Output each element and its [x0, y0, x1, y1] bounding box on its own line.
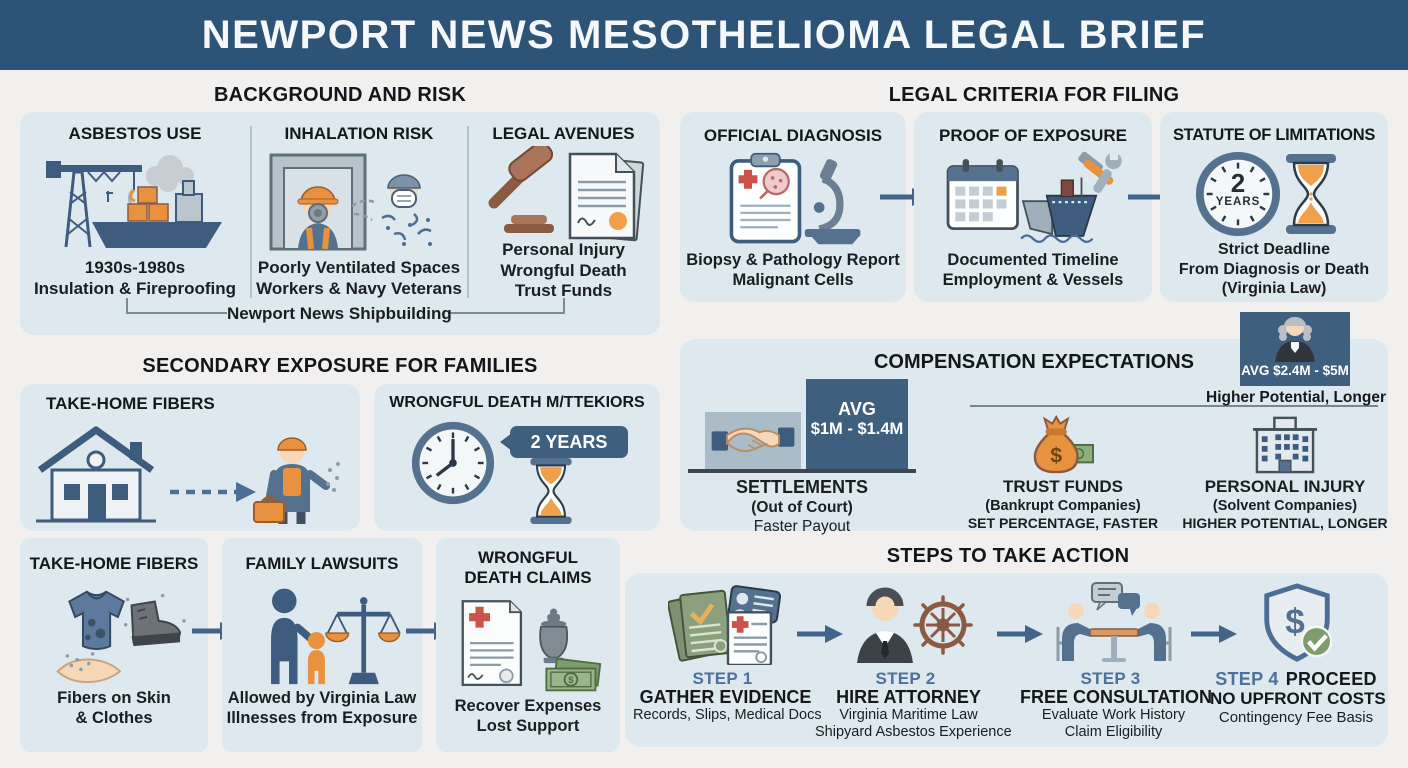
steps-heading: STEPS TO TAKE ACTION — [886, 545, 1130, 567]
settlements-bar-high: AVG $1M - $1.4M — [806, 379, 908, 469]
step-4-title: NO UPFRONT COSTS — [1210, 689, 1386, 708]
building-icon — [1253, 416, 1317, 474]
settlements-avg-label: AVG — [838, 399, 876, 419]
step-4-caption: Contingency Fee Basis — [1218, 709, 1374, 726]
step-3-label: STEP 3 — [1080, 669, 1141, 688]
worker-mask-icon — [269, 153, 432, 251]
background-risk-heading: BACKGROUND AND RISK — [214, 84, 466, 106]
flow-arrow-icon — [797, 625, 843, 643]
clock-icon — [411, 421, 495, 505]
background-risk-card: ASBESTOS USE INHALATION RISK LEGAL AVENU… — [20, 112, 660, 335]
money-bag-icon: $ — [1033, 414, 1094, 474]
bracket-line-left — [126, 298, 227, 314]
dollar-glyph: $ — [1285, 603, 1305, 642]
wrongful-death-claims-title: WRONGFUL DEATH CLAIMS — [464, 548, 592, 588]
wrongful-death-card: WRONGFUL DEATH M/TTEKIORS 2 YEARS — [374, 384, 660, 531]
official-diagnosis-title: OFFICIAL DIAGNOSIS — [703, 126, 883, 145]
clock-icon — [1195, 151, 1281, 237]
consultation-icon — [1056, 582, 1172, 662]
personal-injury-caption: PERSONAL INJURY (Solvent Companies) HIGH… — [1182, 477, 1388, 532]
step-2-label: STEP 2 — [875, 669, 936, 688]
bracket-line-right — [448, 298, 565, 314]
settlements-caption: SETTLEMENTS (Out of Court) Faster Payout — [735, 477, 868, 535]
step-2-title: HIRE ATTORNEY — [836, 687, 981, 707]
step-2-caption: Virginia Maritime Law Shipyard Asbestos … — [815, 707, 1012, 741]
asbestos-use-title: ASBESTOS USE — [68, 124, 202, 143]
attorney-wheel-icon — [857, 587, 973, 663]
compensation-divider — [970, 405, 1378, 407]
take-home-fibers-detail-title: TAKE-HOME FIBERS — [29, 554, 199, 573]
proof-of-exposure-caption: Documented Timeline Employment & Vessels — [942, 251, 1124, 290]
family-lawsuits-caption: Allowed by Virginia Law Illnesses from E… — [226, 689, 418, 728]
header-bar: NEWPORT NEWS MESOTHELIOMA LEGAL BRIEF — [0, 0, 1408, 70]
legal-criteria-heading: LEGAL CRITERIA FOR FILING — [888, 84, 1180, 106]
take-home-fibers-detail-card: TAKE-HOME FIBERS Fibers on Skin & Clothe… — [20, 538, 208, 752]
dollar-glyph: $ — [568, 675, 573, 685]
step-2: STEP 2 HIRE ATTORNEY Virginia Maritime L… — [815, 573, 1012, 747]
legal-avenues-caption: Personal Injury Wrongful Death Trust Fun… — [500, 240, 627, 301]
verdict-value: AVG $2.4M - $5M — [1241, 363, 1349, 378]
wrongful-death-claims-caption: Recover Expenses Lost Support — [454, 697, 602, 736]
statute-caption: Strict Deadline From Diagnosis or Death … — [1178, 241, 1370, 298]
claim-urn-money-icon: $ — [461, 600, 602, 692]
handshake-icon — [711, 427, 795, 452]
legal-avenues-title: LEGAL AVENUES — [492, 124, 635, 143]
flow-arrow-icon — [1191, 625, 1237, 643]
hourglass-icon — [1286, 154, 1336, 234]
family-lawsuits-card: FAMILY LAWSUITS Allowed by Virginia Law … — [222, 538, 422, 752]
step-3-caption: Evaluate Work History Claim Eligibility — [1041, 707, 1186, 741]
inhalation-risk-title: INHALATION RISK — [284, 124, 434, 143]
step-3: STEP 3 FREE CONSULTATION Evaluate Work H… — [1020, 573, 1212, 747]
family-lawsuits-title: FAMILY LAWSUITS — [245, 554, 399, 573]
wrongful-death-claims-card: WRONGFUL DEATH CLAIMS $ Recover Expenses… — [436, 538, 620, 752]
official-diagnosis-card: OFFICIAL DIAGNOSIS Biopsy & Pathology Re… — [680, 112, 906, 302]
column-divider — [467, 126, 469, 298]
secondary-exposure-heading: SECONDARY EXPOSURE FOR FAMILIES — [142, 355, 538, 377]
flow-arrow-icon — [997, 625, 1043, 643]
settlements-avg-value: $1M - $1.4M — [810, 420, 904, 438]
clothes-fibers-icon — [56, 590, 186, 684]
take-home-fibers-detail-caption: Fibers on Skin & Clothes — [57, 689, 171, 728]
house-to-worker-icon — [36, 426, 340, 524]
proof-of-exposure-title: PROOF OF EXPOSURE — [939, 126, 1127, 145]
hourglass-icon — [530, 458, 572, 524]
step-3-title: FREE CONSULTATION — [1020, 687, 1212, 707]
official-diagnosis-caption: Biopsy & Pathology Report Malignant Cell… — [686, 251, 900, 290]
page-title: NEWPORT NEWS MESOTHELIOMA LEGAL BRIEF — [201, 13, 1207, 57]
family-scales-icon — [271, 588, 401, 685]
step-1: STEP 1 GATHER EVIDENCE Records, Slips, M… — [633, 573, 822, 747]
shield-check-icon: $ — [1264, 583, 1333, 662]
column-divider — [250, 126, 252, 298]
shipyard-footer: Newport News Shipbuilding — [227, 304, 452, 323]
statute-of-limitations-title: STATUTE OF LIMITATIONS — [1172, 126, 1376, 144]
judge-icon — [1275, 317, 1315, 362]
step-1-label: STEP 1 — [692, 669, 753, 688]
take-home-fibers-card: TAKE-HOME FIBERS — [20, 384, 360, 531]
crane-ship-icon — [46, 155, 222, 248]
steps-card: STEP 1 GATHER EVIDENCE Records, Slips, M… — [625, 573, 1388, 747]
calendar-ship-tools-icon — [946, 151, 1122, 244]
dollar-glyph: $ — [1050, 443, 1062, 467]
two-years-badge: 2 YEARS — [510, 426, 628, 458]
settlements-baseline — [688, 469, 916, 473]
documents-evidence-icon — [668, 585, 782, 665]
take-home-fibers-title: TAKE-HOME FIBERS — [46, 394, 215, 413]
proof-of-exposure-card: PROOF OF EXPOSURE Documented Time — [914, 112, 1152, 302]
trust-funds-caption: TRUST FUNDS (Bankrupt Companies) SET PER… — [967, 477, 1159, 532]
settlements-bar-low — [705, 412, 801, 469]
statute-of-limitations-card: STATUTE OF LIMITATIONS 2 YEARS Strict De… — [1160, 112, 1388, 302]
asbestos-use-caption: 1930s-1980s Insulation & Fireproofing — [33, 258, 237, 298]
compensation-title: COMPENSATION EXPECTATIONS — [873, 351, 1195, 373]
step-1-title: GATHER EVIDENCE — [639, 687, 812, 707]
verdict-box: AVG $2.4M - $5M — [1240, 312, 1350, 386]
inhalation-risk-caption: Poorly Ventilated Spaces Workers & Navy … — [256, 258, 462, 298]
gavel-documents-icon — [488, 146, 645, 242]
step-1-caption: Records, Slips, Medical Docs — [633, 707, 822, 723]
clipboard-microscope-icon — [729, 152, 861, 245]
wrongful-death-title: WRONGFUL DEATH M/TTEKIORS — [389, 394, 645, 411]
verdict-note: Higher Potential, Longer — [1206, 389, 1386, 406]
clock-years-label: 2 YEARS — [1215, 168, 1261, 208]
